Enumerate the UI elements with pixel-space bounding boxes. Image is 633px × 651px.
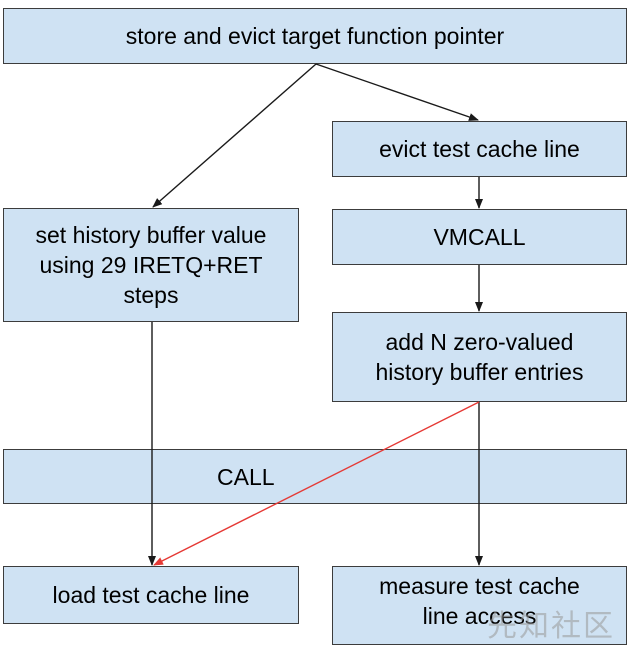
call-box: CALL	[3, 449, 627, 504]
vmcall-box: VMCALL	[332, 209, 627, 265]
set-history-buffer-label: set history buffer value using 29 IRETQ+…	[35, 222, 267, 308]
measure-test-cache-line-access-box: measure test cache line access	[332, 566, 627, 645]
evict-test-cache-line-label: evict test cache line	[379, 136, 580, 162]
set-history-buffer-box: set history buffer value using 29 IRETQ+…	[3, 208, 299, 322]
watermark: 先知社区	[487, 609, 615, 644]
load-test-cache-line-label: load test cache line	[52, 582, 250, 608]
evict-test-cache-line-box: evict test cache line	[332, 121, 627, 177]
add-zero-history-entries-box: add N zero-valued history buffer entries	[332, 312, 627, 402]
call-label: CALL	[217, 463, 275, 490]
vmcall-label: VMCALL	[433, 224, 526, 250]
arrow-store-to-evict	[315, 63, 479, 121]
load-test-cache-line-box: load test cache line	[3, 566, 299, 624]
add-zero-history-entries-label: add N zero-valued history buffer entries	[375, 329, 584, 385]
arrow-store-to-history	[152, 63, 317, 208]
store-evict-pointer-box: store and evict target function pointer	[3, 8, 627, 64]
store-evict-pointer-label: store and evict target function pointer	[125, 23, 505, 49]
measure-test-cache-line-access-label: measure test cache line access	[379, 573, 580, 629]
